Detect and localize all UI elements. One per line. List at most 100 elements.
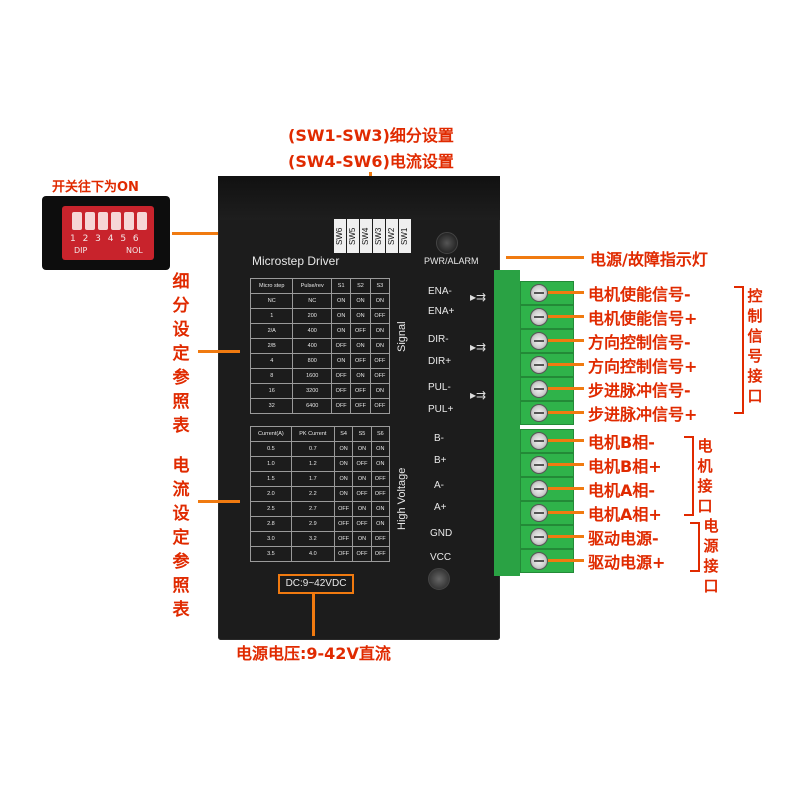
table-cell: OFF: [333, 516, 354, 532]
pwr-alarm-label: PWR/ALARM: [424, 256, 479, 266]
optocoupler-icon: ▸⇉: [470, 290, 487, 304]
signal-label: Signal: [396, 321, 408, 352]
switch-label: SW5: [347, 219, 359, 253]
table-cell: OFF: [350, 383, 371, 399]
table-cell: 3200: [292, 383, 333, 399]
terminal-screw-icon[interactable]: [530, 284, 548, 302]
pin-label: B+: [434, 455, 447, 466]
switch-label: SW2: [386, 219, 398, 253]
table-header-cell: S2: [350, 278, 371, 294]
table-cell: OFF: [370, 471, 391, 487]
terminal-annotation: 电机使能信号-: [588, 285, 691, 304]
dip-toggle: [85, 212, 95, 230]
table-cell: OFF: [350, 353, 371, 369]
signal-group-label: 控制信号接口: [744, 286, 766, 406]
table-cell: OFF: [350, 398, 371, 414]
current-arrow-line: [198, 500, 240, 503]
table-cell: ON: [370, 501, 391, 517]
terminal-annotation: 驱动电源-: [588, 529, 659, 548]
vertical-label-char: 照: [172, 392, 190, 412]
terminal-screw-icon[interactable]: [530, 552, 548, 570]
dip-switch-block: 1 2 3 4 5 6 DIP NOL: [62, 206, 154, 260]
vertical-label-char: 参: [172, 368, 190, 388]
table-cell: 1.5: [250, 471, 292, 487]
table-cell: OFF: [369, 353, 391, 369]
dip-toggle: [137, 212, 147, 230]
table-cell: OFF: [331, 368, 352, 384]
table-cell: OFF: [352, 456, 372, 472]
vertical-label-char: 信: [747, 327, 763, 345]
dip-hint-text: 开关往下为ON: [52, 180, 139, 195]
table-cell: 1.2: [290, 456, 335, 472]
table-cell: 200: [292, 308, 333, 324]
pin-label: B-: [434, 433, 444, 444]
terminal-screw-icon[interactable]: [530, 480, 548, 498]
table-cell: 2.5: [250, 501, 292, 517]
dc-range-box: DC:9~42VDC: [278, 574, 354, 594]
table-cell: ON: [370, 441, 391, 457]
vertical-label-char: 表: [172, 600, 190, 620]
terminal-screw-icon[interactable]: [530, 356, 548, 374]
table-cell: 3.2: [290, 531, 335, 547]
pin-label: DIR+: [428, 356, 452, 367]
table-cell: ON: [352, 501, 372, 517]
table-cell: 0.7: [290, 441, 335, 457]
terminal-screw-icon[interactable]: [530, 332, 548, 350]
table-cell: 800: [292, 353, 333, 369]
terminal-arrow-line: [548, 511, 584, 514]
terminal-screw-icon[interactable]: [530, 308, 548, 326]
table-cell: OFF: [333, 501, 354, 517]
terminal-annotation: 电机A相+: [588, 505, 662, 524]
table-cell: ON: [331, 293, 352, 309]
power-arrow-line: [312, 594, 315, 636]
table-cell: OFF: [369, 398, 391, 414]
power-bracket: [690, 522, 700, 572]
table-cell: ON: [350, 368, 371, 384]
terminal-arrow-line: [548, 559, 584, 562]
switch-label: SW6: [334, 219, 346, 253]
terminal-screw-icon[interactable]: [530, 404, 548, 422]
terminal-arrow-line: [548, 535, 584, 538]
table-cell: 400: [292, 338, 333, 354]
sw-current-annotation: (SW4-SW6)电流设置: [288, 152, 454, 171]
terminal-screw-icon[interactable]: [530, 528, 548, 546]
dip-toggle: [72, 212, 82, 230]
vertical-label-char: 口: [747, 387, 763, 405]
table-cell: 2.7: [290, 501, 335, 517]
terminal-arrow-line: [548, 291, 584, 294]
terminal-screw-icon[interactable]: [530, 432, 548, 450]
table-cell: OFF: [331, 383, 352, 399]
vertical-label-char: 控: [747, 287, 763, 305]
table-cell: NC: [249, 293, 294, 309]
table-header-row: Current(A) PK Current S4 S5 S6: [250, 426, 391, 442]
terminal-annotation: 电机B相-: [588, 433, 655, 452]
table-header-cell: S6: [370, 426, 391, 442]
switch-label: SW4: [360, 219, 372, 253]
indicator-annotation: 电源/故障指示灯: [590, 250, 708, 269]
vertical-label-char: 分: [172, 296, 190, 316]
table-cell: 1.0: [250, 456, 292, 472]
terminal-annotation: 方向控制信号-: [588, 333, 691, 352]
table-cell: OFF: [352, 486, 372, 502]
current-table-vertical-label: 电流设定参照表: [170, 454, 192, 622]
micro-arrow-line: [198, 350, 240, 353]
table-cell: 400: [292, 323, 333, 339]
terminal-screw-icon[interactable]: [530, 504, 548, 522]
terminal-arrow-line: [548, 411, 584, 414]
table-cell: ON: [350, 293, 371, 309]
table-cell: 2.9: [290, 516, 335, 532]
table-cell: ON: [333, 471, 354, 487]
switch-label: SW1: [399, 219, 411, 253]
dip-toggle: [111, 212, 121, 230]
terminal-screw-icon[interactable]: [530, 380, 548, 398]
table-header-cell: S1: [331, 278, 352, 294]
table-cell: OFF: [370, 531, 391, 547]
terminal-screw-icon[interactable]: [530, 456, 548, 474]
vertical-label-char: 源: [703, 537, 719, 555]
